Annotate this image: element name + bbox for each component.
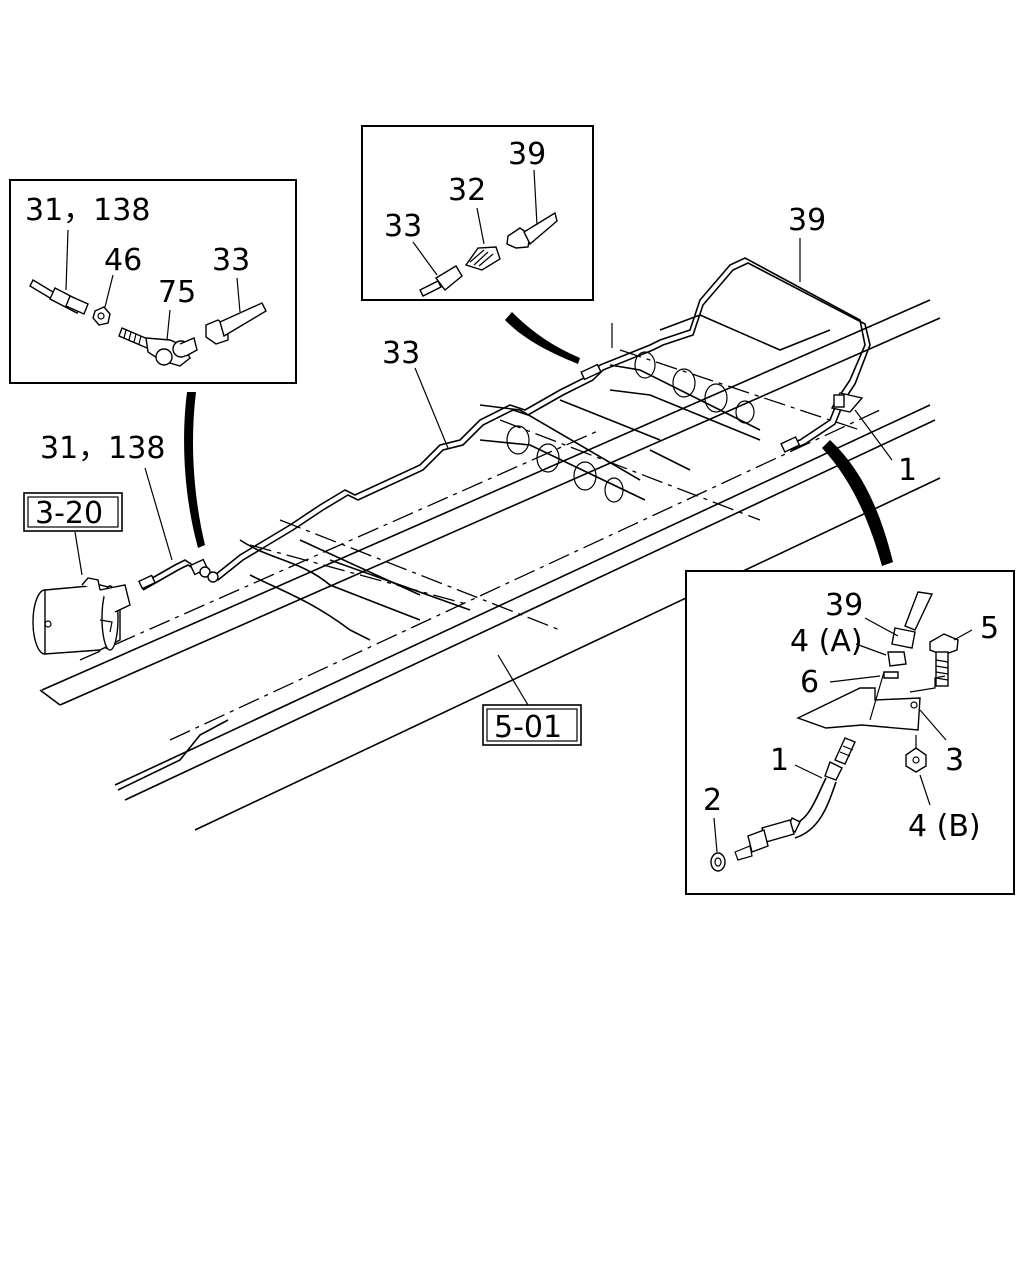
main-fitting-31-138	[138, 558, 219, 590]
main-bracket-1	[780, 392, 864, 453]
label-main-31-138: 31，138	[40, 431, 165, 466]
label-inset-right-3: 3	[945, 743, 964, 778]
label-inset-right-4b: 4 (B)	[908, 809, 981, 844]
ref-5-01-label: 5-01	[494, 710, 562, 745]
ref-3-20-label: 3-20	[35, 496, 103, 531]
label-inset-right-1: 1	[770, 743, 789, 778]
label-main-33: 33	[382, 336, 420, 371]
label-inset-right-4a: 4 (A)	[790, 624, 863, 659]
label-inset-right-39: 39	[825, 588, 863, 623]
label-main-39: 39	[788, 203, 826, 238]
brake-pipe	[139, 257, 871, 591]
label-inset-right-5: 5	[980, 611, 999, 646]
ref-box-5-01[interactable]: 5-01	[482, 704, 582, 746]
main-fitting-32	[580, 323, 613, 381]
label-inset-top-32: 32	[448, 173, 486, 208]
inset-top	[361, 125, 594, 301]
labels: 31，138 46 33 75 39 32 33 39 33 31，138 1 …	[25, 137, 999, 844]
chassis-frame	[39, 299, 941, 831]
label-inset-left-46: 46	[104, 243, 142, 278]
label-inset-left-33: 33	[212, 243, 250, 278]
label-inset-top-33: 33	[384, 209, 422, 244]
label-inset-top-39: 39	[508, 137, 546, 172]
inset-right	[685, 570, 1015, 895]
leader-lines	[74, 238, 893, 706]
label-inset-left-31-138: 31，138	[25, 193, 150, 228]
label-inset-left-75: 75	[158, 275, 196, 310]
brake-chamber	[32, 577, 131, 655]
label-inset-right-2: 2	[703, 783, 722, 818]
label-inset-right-6: 6	[800, 665, 819, 700]
inset-left	[9, 179, 297, 384]
callout-arrows	[184, 312, 893, 566]
label-main-1: 1	[898, 453, 917, 488]
ref-box-3-20[interactable]: 3-20	[23, 492, 123, 532]
